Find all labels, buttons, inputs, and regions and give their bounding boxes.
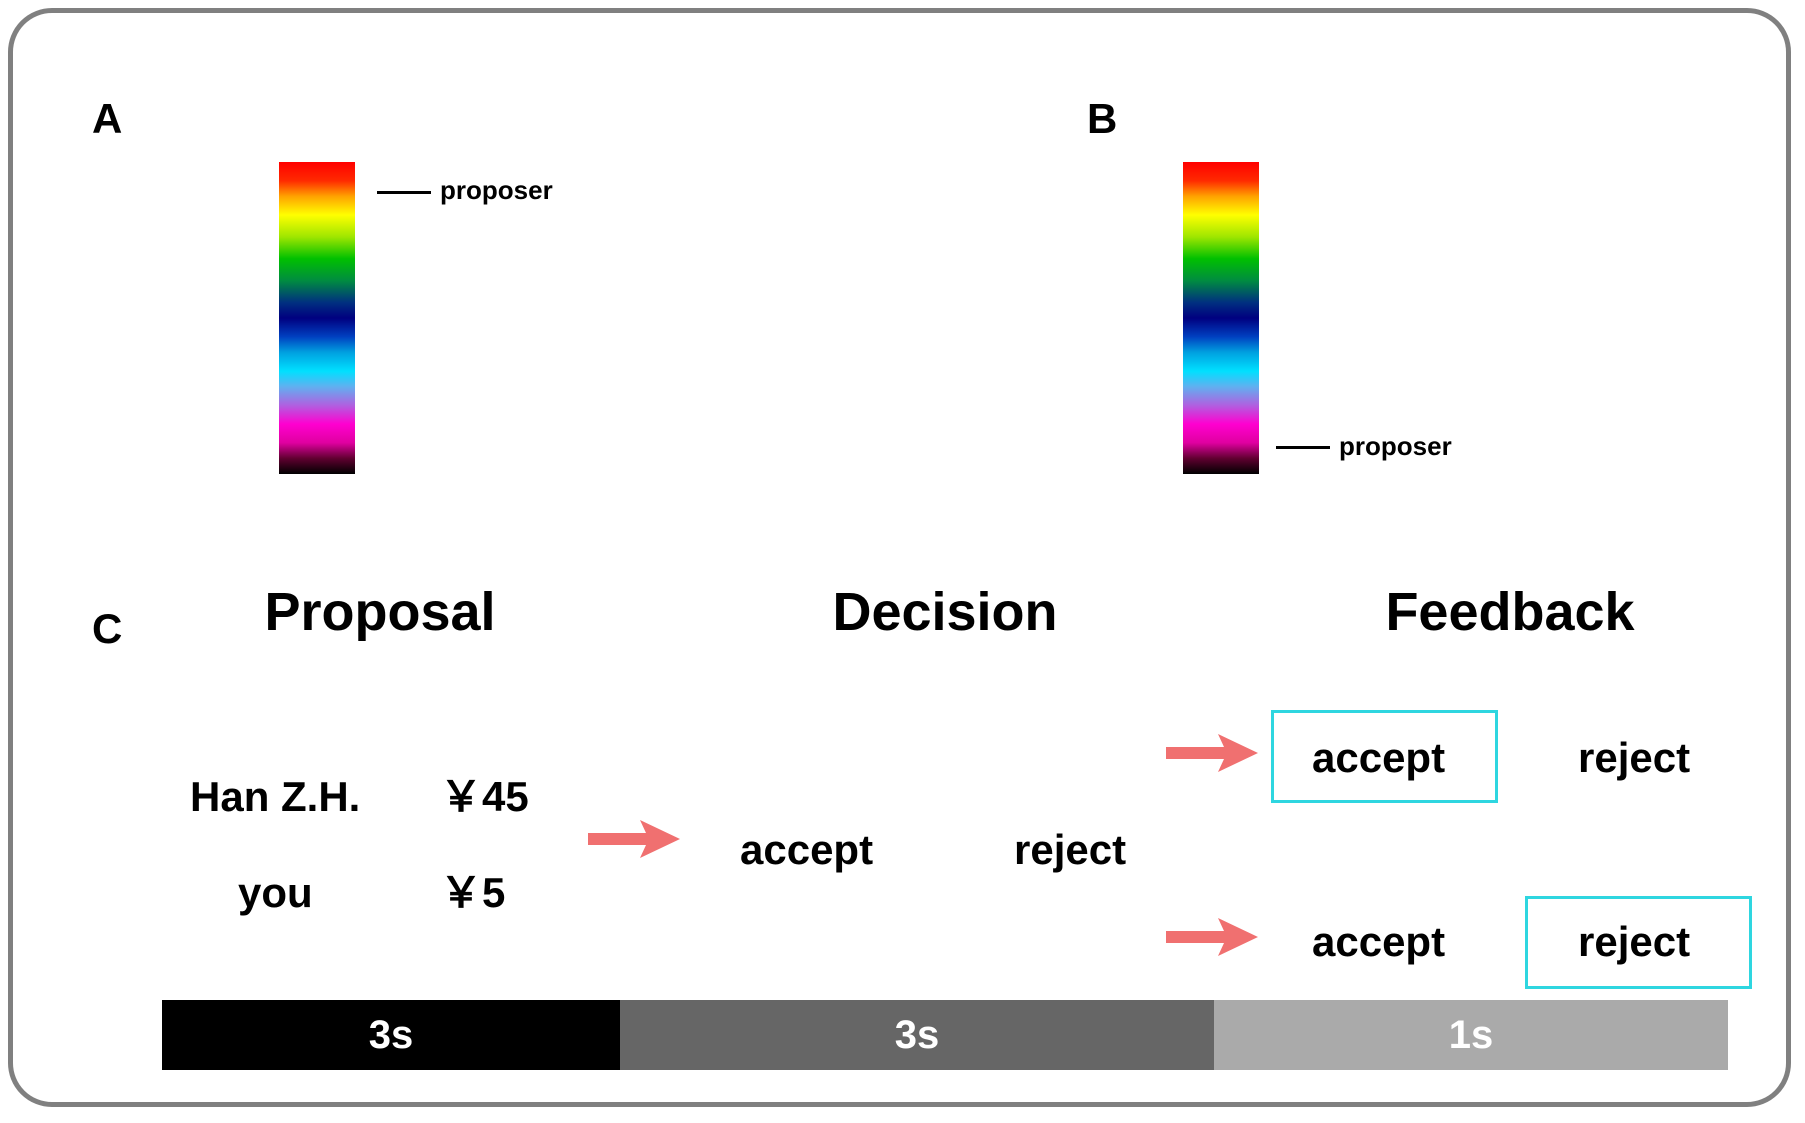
arrow-to-feedback-accept-shape [1166,734,1258,772]
panel-b-letter: B [1087,95,1118,142]
panel-b-marker-tick [1276,446,1330,449]
panel-c-letter: C [92,605,123,652]
panel-b-marker-label: proposer [1339,431,1452,461]
panel-b-colorbar [1183,162,1259,474]
panel-a-marker-label: proposer [440,175,553,205]
decision-accept-option: accept [740,826,874,873]
panel-a-letter: A [92,95,123,142]
phase-title-proposal: Proposal [264,582,496,642]
responder-name: you [238,869,313,916]
decision-reject-option: reject [1014,826,1127,873]
feedback-top-accept-option: accept [1312,734,1446,781]
arrow-to-feedback-reject-shape [1166,918,1258,956]
timeline-segment-decision: 3s [620,1000,1214,1070]
feedback-bottom-accept-option: accept [1312,918,1446,965]
figure-frame [8,8,1791,1107]
proposer-name: Han Z.H. [190,773,361,820]
arrow-to-decision [588,820,680,858]
phase-title-decision: Decision [832,582,1058,642]
arrow-to-feedback-reject [1166,918,1258,956]
timeline-segment-proposal: 3s [162,1000,620,1070]
phase-title-feedback: Feedback [1385,582,1635,642]
panel-a-colorbar [279,162,355,474]
timeline-label-feedback: 1s [1448,1012,1494,1057]
arrow-to-decision-shape [588,820,680,858]
proposer-amount: ￥45 [440,773,529,820]
panel-a-marker-tick [377,191,431,194]
responder-amount: ￥5 [440,869,506,916]
timeline-label-decision: 3s [894,1012,940,1057]
feedback-bottom-reject-option: reject [1578,918,1691,965]
feedback-top-reject-option: reject [1578,734,1691,781]
feedback-accept-selection-box [1271,710,1498,803]
arrow-to-feedback-accept [1166,734,1258,772]
timeline-label-proposal: 3s [368,1012,414,1057]
timeline-segment-feedback: 1s [1214,1000,1728,1070]
feedback-reject-selection-box [1525,896,1752,989]
